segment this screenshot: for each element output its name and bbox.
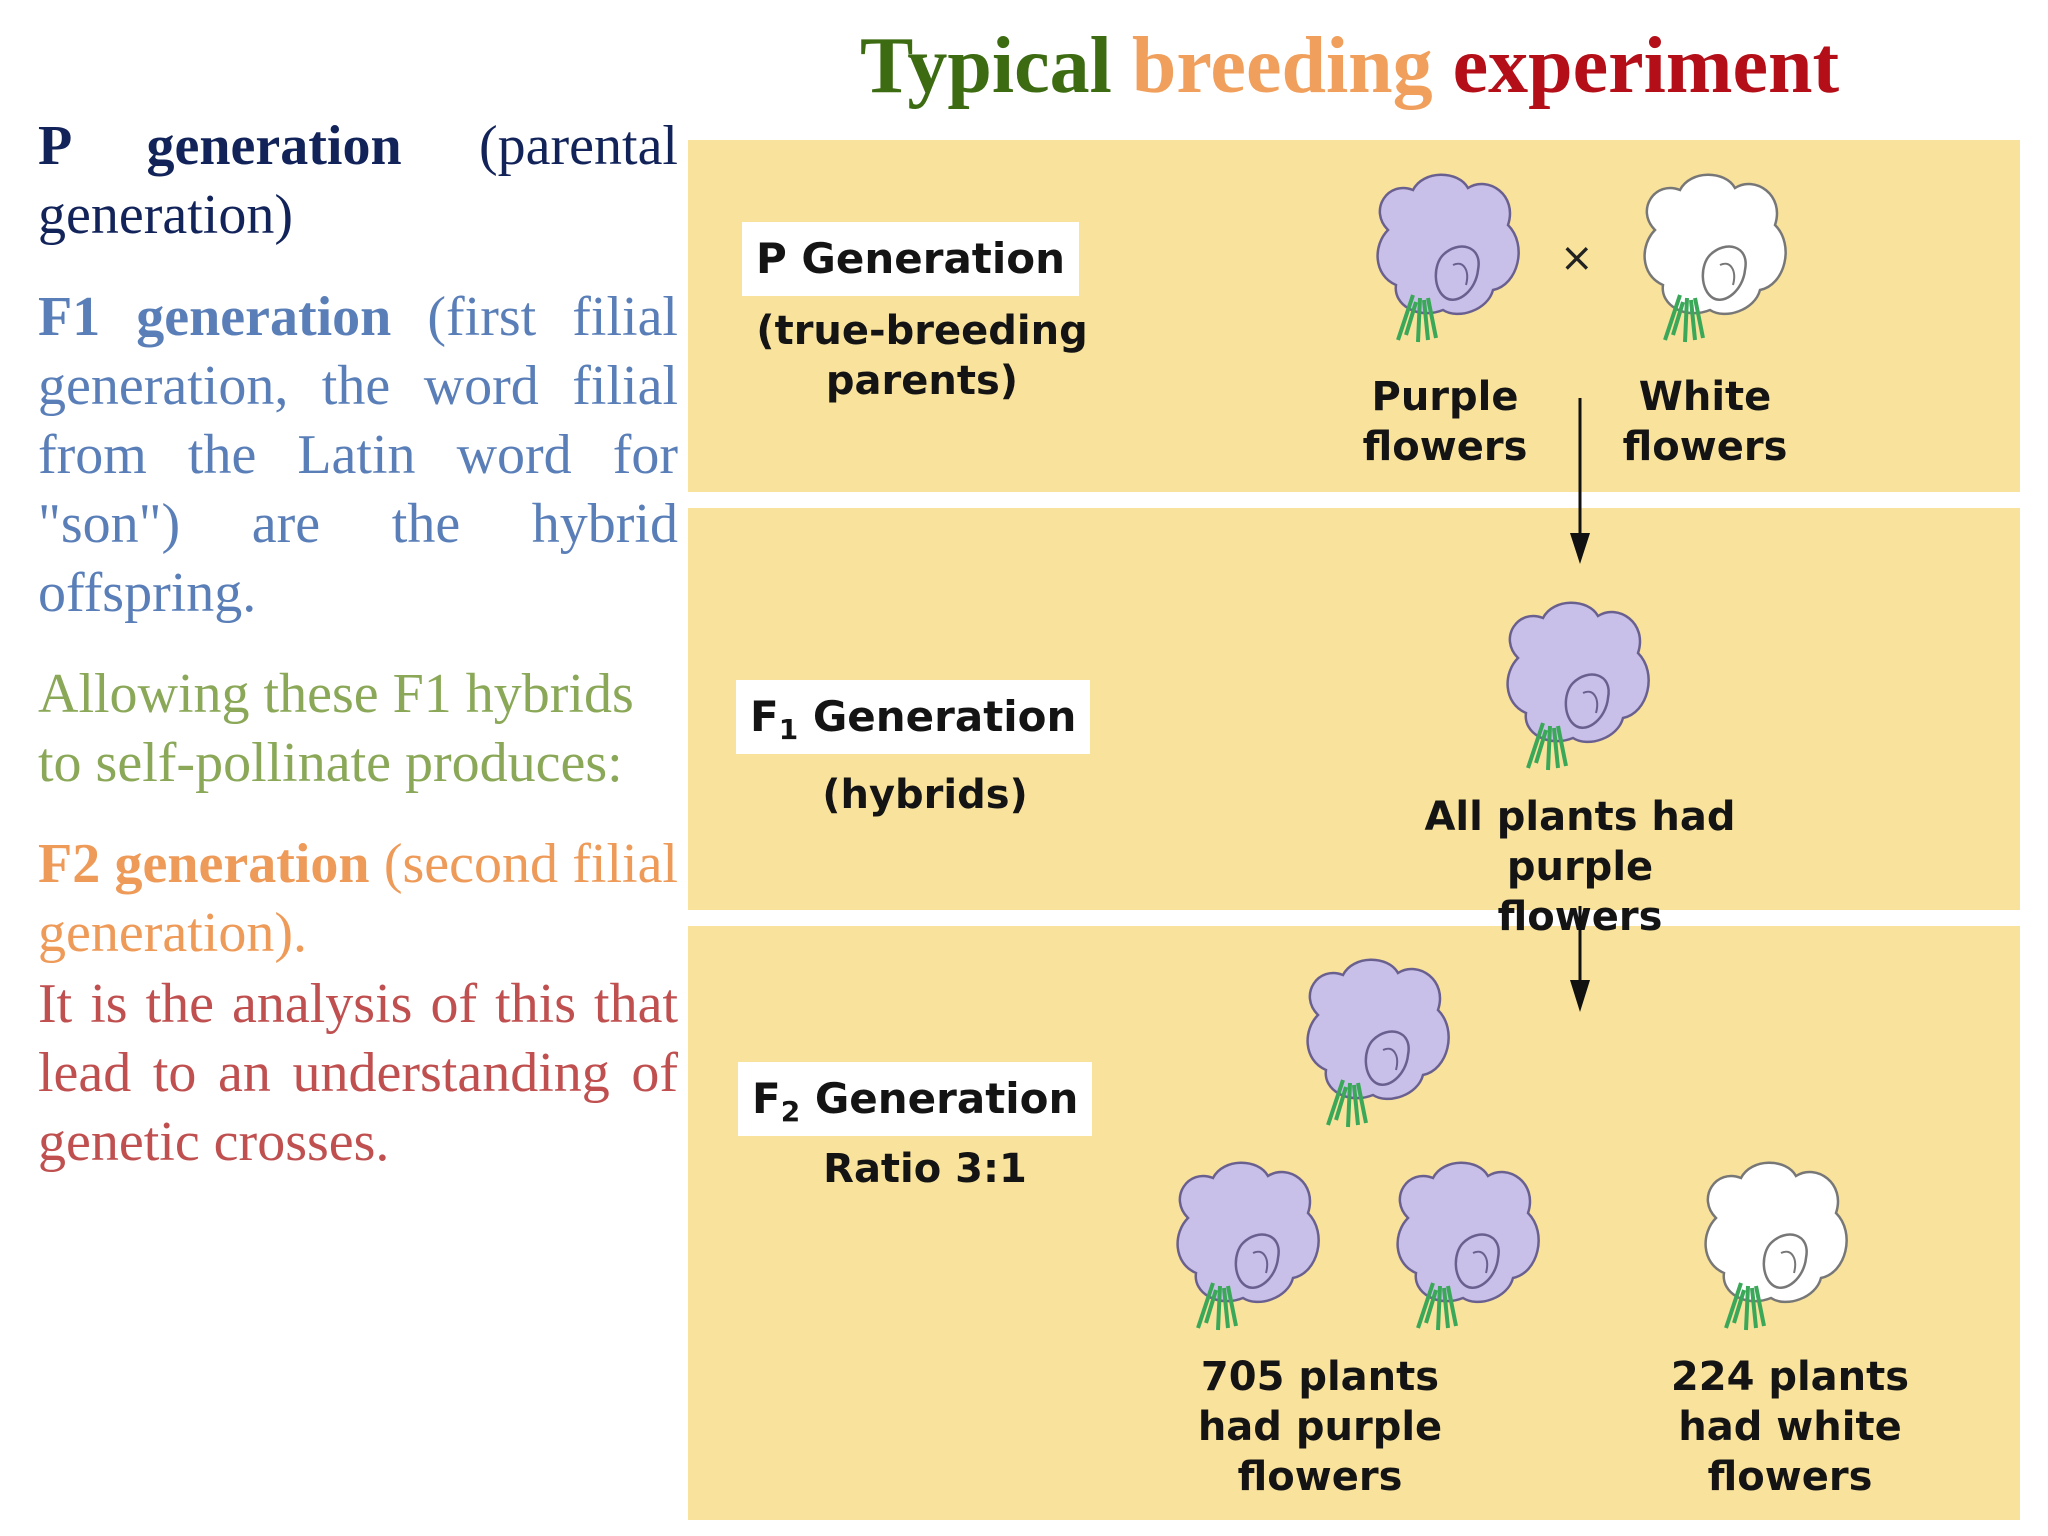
title-word-typical: Typical: [860, 22, 1112, 110]
white-flower-icon: [1642, 172, 1788, 344]
purple-flower-icon: [1505, 600, 1651, 772]
purple-flower-icon: [1375, 172, 1521, 344]
f2-white-caption: 224 plants had white flowers: [1670, 1354, 1910, 1500]
purple-flower-icon: [1395, 1160, 1541, 1332]
purple-flowers-caption: Purple flowers: [1362, 374, 1528, 470]
f1-generation-term: F1 generation: [38, 286, 392, 348]
f1-generation-desc: (first filial generation, the word filia…: [38, 286, 678, 624]
f2-purple-caption: 705 plants had purple flowers: [1197, 1354, 1443, 1500]
arrow-down-icon: [1570, 398, 1590, 564]
cross-symbol: ×: [1560, 235, 1594, 281]
f2-generation-sublabel: Ratio 3:1: [823, 1146, 1027, 1192]
f2-label-subscript: 2: [780, 1095, 801, 1128]
f1-generation-text: F1 generation (first filial generation, …: [38, 283, 678, 628]
p-generation-text: P generation (parental generation): [38, 112, 678, 250]
purple-flower-icon: [1305, 957, 1451, 1129]
f2-generation-text: F2 generation (second filial generation)…: [38, 830, 678, 968]
f1-generation-sublabel: (hybrids): [822, 772, 1028, 818]
f2-label-letter: F: [752, 1074, 781, 1123]
analysis-text: It is the analysis of this that lead to …: [38, 973, 678, 1173]
slide-title: Typical breeding experiment: [860, 22, 1970, 110]
white-flowers-caption: White flowers: [1622, 374, 1788, 470]
f2-label-word: Generation: [814, 1074, 1079, 1123]
f1-label-letter: F: [750, 692, 779, 741]
title-word-breeding: breeding: [1131, 22, 1433, 110]
p-generation-sublabel: (true-breeding parents): [756, 308, 1088, 404]
f2-generation-label: F2 Generation: [738, 1062, 1093, 1136]
purple-flower-icon: [1175, 1160, 1321, 1332]
f1-generation-label: F1 Generation: [736, 680, 1091, 754]
f1-label-subscript: 1: [778, 713, 799, 746]
f2-generation-desc: (second filial generation).: [38, 833, 678, 964]
white-flower-icon: [1703, 1160, 1849, 1332]
title-word-experiment: experiment: [1452, 22, 1840, 110]
p-generation-desc: (parental generation): [38, 115, 678, 246]
arrow-down-icon: [1570, 906, 1590, 1012]
self-pollinate-text: Allowing these F1 hybrids to self-pollin…: [38, 663, 634, 794]
p-generation-band: [688, 140, 2020, 492]
f2-generation-term: F2 generation: [38, 833, 370, 895]
p-generation-term: P generation: [38, 115, 402, 177]
f1-label-word: Generation: [812, 692, 1077, 741]
p-generation-label: P Generation: [742, 222, 1080, 296]
